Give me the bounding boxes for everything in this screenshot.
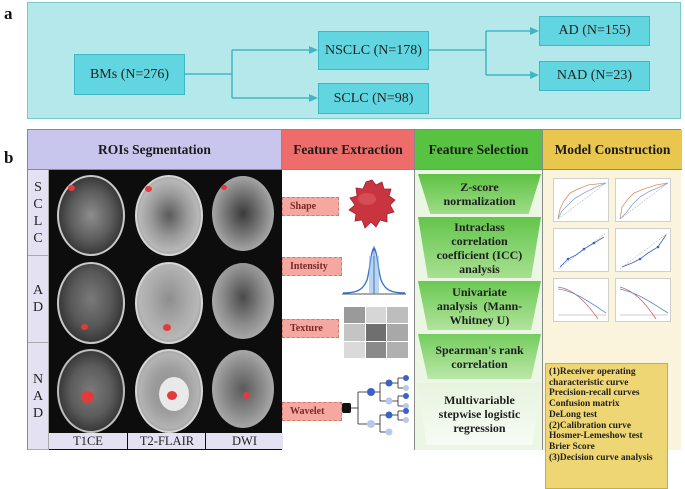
mri-ad-t2flair — [135, 262, 203, 344]
node-nad: NAD (N=23) — [539, 61, 650, 91]
feature-tag-shape: Shape — [282, 197, 339, 216]
sequence-label-t2flair: T2-FLAIR — [127, 433, 206, 449]
lesion-marker — [81, 391, 94, 403]
lesion-marker — [163, 324, 171, 331]
mri-sclc-t2flair — [135, 175, 203, 256]
header-feature-extraction: Feature Extraction — [282, 130, 415, 170]
lesion-marker — [221, 185, 227, 190]
node-bms: BMs (N=276) — [74, 54, 185, 95]
model-item: Hosmer-Lemeshow test — [549, 431, 643, 442]
mri-ad-dwi — [212, 263, 274, 339]
lesion-marker — [243, 392, 250, 399]
model-item: (3)Decision curve analysis — [549, 452, 653, 463]
lesion-marker — [68, 185, 75, 191]
mri-nad-t1ce — [57, 349, 125, 433]
lesion-marker — [145, 186, 152, 192]
mri-nad-t2flair — [135, 349, 203, 433]
model-area: (1)Receiver operating characteristic cur… — [543, 170, 681, 489]
texture-matrix-icon — [344, 307, 408, 358]
lesion-marker — [167, 391, 177, 400]
roc-curve-thumbnail — [615, 178, 671, 222]
panel-label-a: a — [4, 4, 13, 23]
sequence-label-t1ce: T1CE — [49, 433, 127, 449]
header-feature-selection: Feature Selection — [415, 130, 543, 170]
model-item: Precision-recall curves — [549, 388, 640, 399]
model-item: DeLong test — [549, 409, 598, 420]
header-roi-segmentation: ROIs Segmentation — [28, 130, 282, 170]
sequence-label-dwi: DWI — [205, 433, 283, 449]
mri-sclc-dwi — [212, 176, 274, 251]
wavelet-tree-icon — [342, 375, 409, 436]
feature-tag-texture: Texture — [282, 319, 339, 338]
lesion-marker — [81, 324, 88, 330]
node-sclc: SCLC (N=98) — [318, 83, 429, 114]
node-ad: AD (N=155) — [539, 16, 650, 46]
mri-nad-dwi — [212, 350, 274, 428]
model-evaluation-list: (1)Receiver operating characteristic cur… — [545, 363, 668, 489]
cohort-flowchart: BMs (N=276) NSCLC (N=178) SCLC (N=98) AD… — [27, 2, 681, 119]
model-item: (1)Receiver operating — [549, 367, 636, 377]
calibration-curve-thumbnail — [553, 228, 609, 272]
decision-curve-thumbnail — [615, 278, 671, 322]
node-nsclc: NSCLC (N=178) — [318, 31, 429, 70]
shape-blob-icon — [348, 179, 396, 229]
header-model-construction: Model Construction — [543, 130, 682, 170]
panel-label-b: b — [4, 148, 14, 167]
decision-curve-thumbnail — [553, 278, 609, 322]
intensity-histogram-icon — [342, 246, 406, 295]
flowchart-connectors — [185, 27, 539, 102]
mri-sclc-t1ce — [57, 175, 125, 256]
radiomics-pipeline: ROIs Segmentation Feature Extraction Fea… — [27, 129, 682, 489]
feature-tag-intensity: Intensity — [282, 257, 342, 276]
model-item: Confusion matrix — [549, 399, 620, 410]
model-item: (2)Calibration curve — [549, 420, 632, 431]
mri-grid — [49, 170, 282, 450]
feature-tag-wavelet: Wavelet — [282, 402, 342, 421]
model-item: Brier Score — [549, 441, 595, 452]
mri-ad-t1ce — [57, 262, 125, 344]
roc-curve-thumbnail — [553, 178, 609, 222]
model-item: characteristic curve — [549, 377, 629, 388]
calibration-curve-thumbnail — [615, 228, 671, 272]
